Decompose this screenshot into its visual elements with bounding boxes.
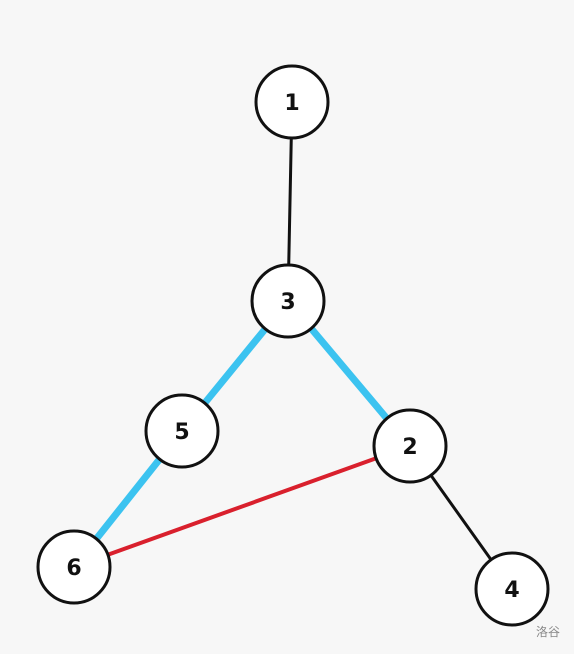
nodes-layer: 1 3 5 2 6 4	[36, 64, 550, 627]
node-label-6: 6	[66, 556, 81, 581]
edge-1-3	[287, 136, 293, 267]
node-3: 3	[250, 263, 326, 339]
node-4: 4	[474, 551, 550, 627]
node-1: 1	[254, 64, 330, 140]
edges-layer	[92, 136, 493, 562]
node-2: 2	[372, 408, 448, 484]
node-circle-2	[372, 408, 448, 484]
node-label-3: 3	[280, 290, 295, 315]
node-circle-1	[254, 64, 330, 140]
node-6: 6	[36, 529, 112, 605]
node-circle-3	[250, 263, 326, 339]
edge-3-5	[201, 325, 269, 407]
node-label-5: 5	[174, 420, 189, 445]
watermark-logo: 洛谷	[535, 625, 560, 639]
node-label-1: 1	[284, 91, 299, 116]
edge-2-6	[105, 456, 379, 557]
node-5: 5	[144, 393, 220, 469]
node-label-2: 2	[402, 435, 417, 460]
node-circle-4	[474, 551, 550, 627]
edge-2-4	[429, 473, 493, 562]
node-label-4: 4	[504, 578, 519, 603]
edge-3-2	[307, 325, 391, 422]
node-circle-5	[144, 393, 220, 469]
node-circle-6	[36, 529, 112, 605]
edge-5-6	[92, 455, 164, 543]
